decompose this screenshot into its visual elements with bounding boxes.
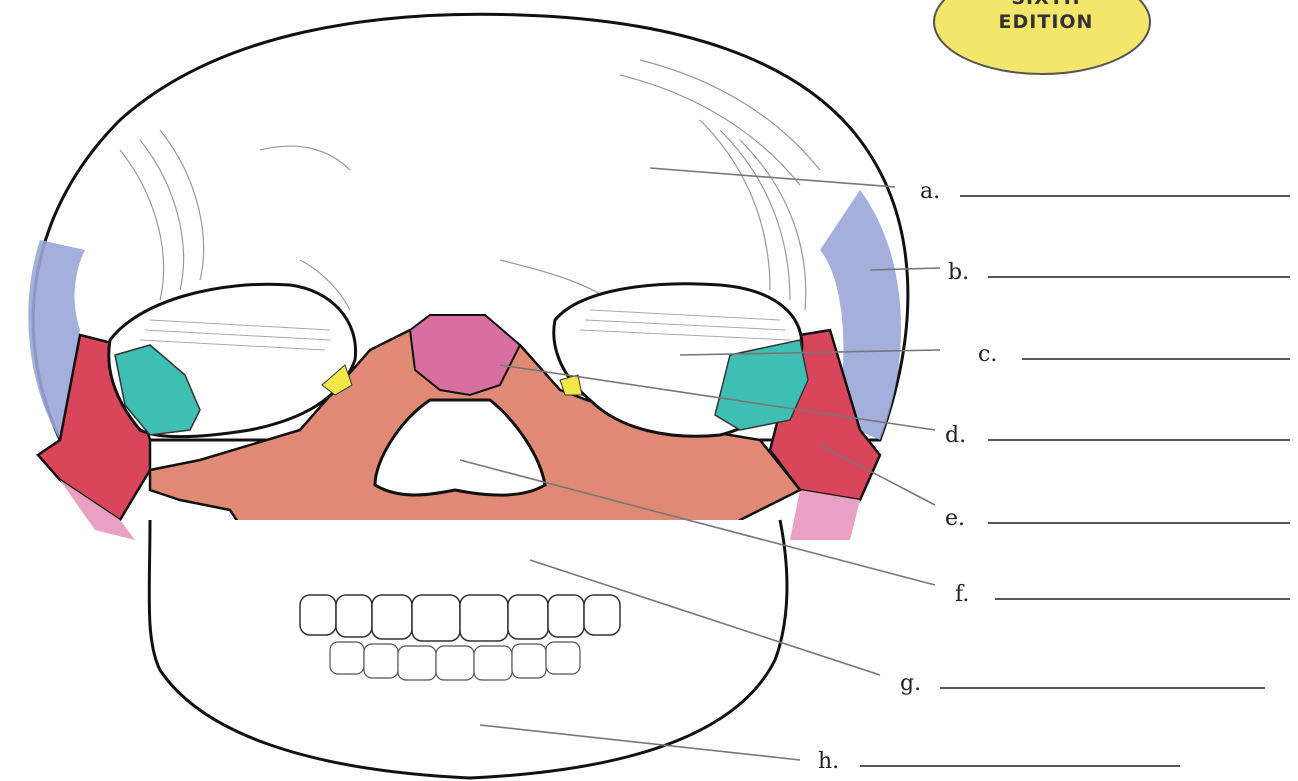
label-g: g. — [900, 671, 1265, 696]
lower-teeth — [330, 642, 580, 680]
label-a-text: a. — [920, 179, 940, 204]
badge-line2: EDITION — [999, 11, 1094, 33]
label-c-text: c. — [978, 342, 997, 367]
label-h: h. — [818, 749, 1180, 774]
label-a: a. — [920, 179, 1290, 204]
edition-badge: SIXTH EDITION — [934, 0, 1150, 74]
label-c: c. — [978, 342, 1290, 367]
label-h-text: h. — [818, 749, 839, 774]
label-b-text: b. — [948, 260, 969, 285]
label-f: f. — [955, 582, 1290, 607]
label-d-text: d. — [945, 423, 966, 448]
label-e-text: e. — [945, 506, 965, 531]
label-g-text: g. — [900, 671, 921, 696]
upper-teeth — [300, 595, 620, 641]
badge-line1: SIXTH — [1011, 0, 1080, 9]
label-d: d. — [945, 423, 1290, 448]
label-b: b. — [948, 260, 1290, 285]
label-f-text: f. — [955, 582, 969, 607]
label-e: e. — [945, 506, 1290, 531]
